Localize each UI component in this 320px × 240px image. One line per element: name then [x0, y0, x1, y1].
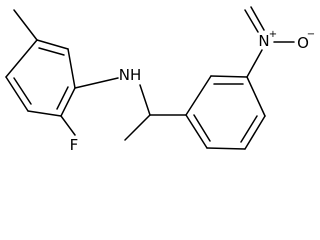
ring-bond [246, 76, 266, 117]
ring-bond [36, 39, 69, 50]
nitro-nitrogen-label: N [258, 32, 269, 50]
amine-atom-label: NH [119, 66, 142, 84]
ring-bond [27, 110, 62, 117]
fluorine-atom-label: F [70, 136, 79, 154]
nitrophenyl-ring [185, 75, 266, 150]
ring-bond [185, 75, 212, 116]
ring-bond [67, 48, 76, 89]
ring-double-bond [56, 86, 69, 110]
ring-bond [60, 87, 76, 117]
ring-double-bond [240, 115, 258, 143]
amine-ethyl-bond [139, 84, 151, 116]
ring-bond [185, 114, 208, 149]
fluoro-methyl-benzene-ring [5, 39, 76, 117]
ring-double-bond [13, 77, 32, 105]
methyl-bond [13, 9, 38, 41]
ring-bond [206, 147, 246, 150]
ring-bond [210, 75, 248, 78]
ring-bond [5, 76, 29, 112]
nitro-nitrogen-charge: + [269, 29, 277, 40]
ring-double-bond [193, 114, 211, 142]
nitro-bond [246, 49, 263, 78]
nitro-oxygen-charge: − [307, 29, 315, 40]
nitro-double-bond [250, 6, 265, 31]
ring-bond [244, 115, 266, 150]
ethyl-methyl-bond [124, 114, 151, 141]
fluorine-bond [60, 115, 76, 136]
ring-bond [5, 39, 38, 78]
nitro-double-bond [244, 9, 259, 33]
nitro-oxygen-label: O [297, 34, 309, 52]
chemical-structure: F NH N + O − [5, 6, 315, 154]
ring-double-bond [38, 47, 65, 56]
aryl-amine-bond [74, 77, 119, 89]
